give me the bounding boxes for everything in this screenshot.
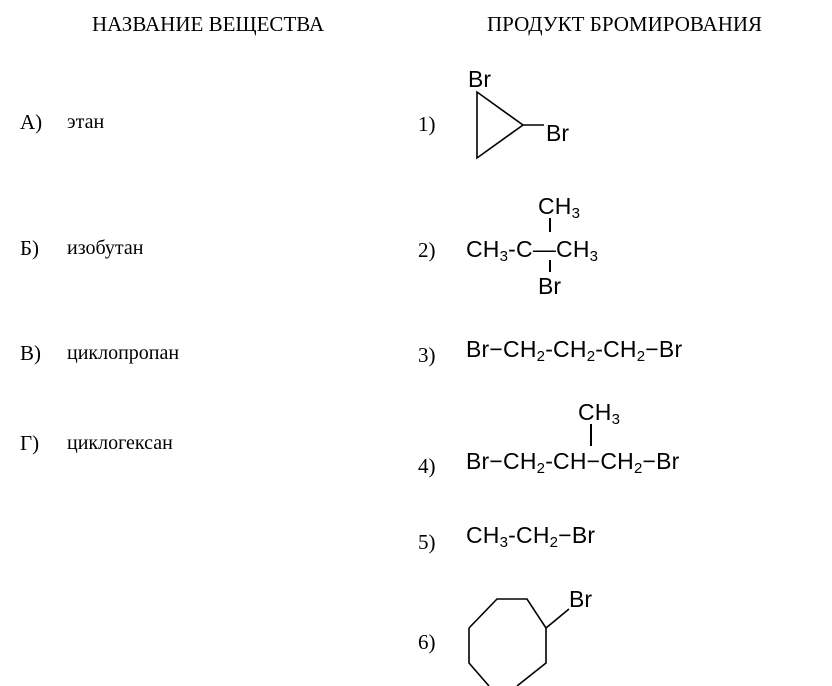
product-number: 4) [418, 454, 436, 478]
substance-label: В) [20, 341, 41, 365]
dibromo-methylpropane-formula: Br−CH2-CH−CH2−Br [466, 448, 680, 477]
substance-label: Б) [20, 236, 40, 260]
bromine-top-label: Br [468, 66, 491, 92]
substance-label: А) [20, 110, 43, 134]
substance-label: Г) [20, 431, 40, 455]
bromine-bottom-label: Br [538, 273, 561, 299]
cyclohexane-ring-icon [468, 598, 570, 686]
column-header-substance: НАЗВАНИЕ ВЕЩЕСТВА [92, 12, 325, 36]
bromine-right-label: Br [546, 120, 569, 146]
product-number: 2) [418, 238, 436, 262]
substance-name: этан [67, 111, 105, 133]
cyclopropane-ring-icon [476, 90, 544, 160]
substance-name: изобутан [67, 237, 144, 259]
methyl-top: CH3 [578, 399, 621, 428]
substance-name: циклогексан [67, 432, 173, 454]
product-number: 3) [418, 343, 436, 367]
column-header-product: ПРОДУКТ БРОМИРОВАНИЯ [487, 12, 763, 36]
methyl-top: CH3 [538, 193, 581, 222]
substance-name: циклопропан [67, 342, 180, 364]
bond-line [549, 260, 551, 272]
product-number: 1) [418, 112, 436, 136]
product-number: 6) [418, 630, 436, 654]
bond-line [590, 424, 592, 446]
product-number: 5) [418, 530, 436, 554]
bromine-label: Br [569, 586, 592, 612]
bond-line [549, 218, 551, 232]
dibromopropane-formula: Br−CH2-CH2-CH2−Br [466, 336, 683, 365]
bromoethane-formula: CH3-CH2−Br [466, 522, 596, 551]
main-chain: CH3-C—CH3 [466, 236, 599, 265]
